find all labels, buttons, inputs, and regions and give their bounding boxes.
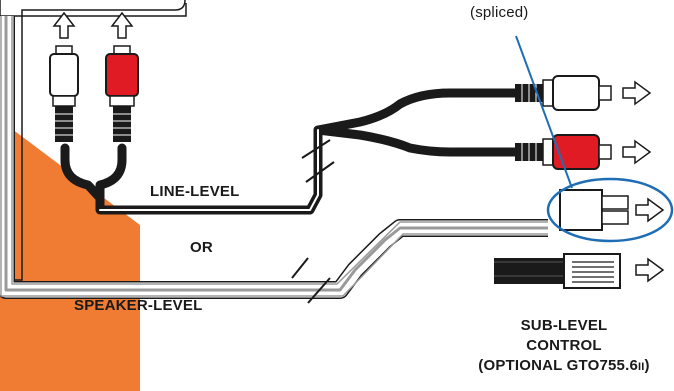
- right-arrow-icon: [635, 257, 665, 283]
- sub-level-model: (OPTIONAL GTO755.6: [478, 357, 639, 374]
- or-label: OR: [190, 239, 213, 256]
- right-arrow-icon: [622, 139, 652, 165]
- line-level-label: LINE-LEVEL: [150, 183, 240, 200]
- wire-break-mark: [291, 257, 309, 279]
- sub-level-line-1: SUB-LEVEL: [520, 317, 608, 334]
- right-arrow-icon: [622, 80, 652, 106]
- wire-break-mark: [307, 277, 331, 304]
- spliced-callout-line: [515, 35, 573, 189]
- connector-housing-outline: [0, 0, 186, 281]
- right-arrow-icon: [635, 197, 665, 223]
- sub-level-line-3: (OPTIONAL GTO755.6II): [454, 356, 674, 377]
- wire-break-mark: [301, 139, 331, 159]
- spliced-callout-ellipse: [546, 177, 674, 243]
- line-level-cable: [60, 88, 520, 215]
- rca-plug-red-output: [515, 134, 612, 170]
- sub-level-model-close: ): [644, 357, 650, 374]
- sub-level-model-suffix: II: [638, 361, 645, 373]
- rca-plug-white-output: [515, 75, 612, 111]
- speaker-level-wire: [0, 16, 548, 299]
- wire-break-mark: [305, 161, 335, 183]
- speaker-level-label: SPEAKER-LEVEL: [74, 297, 203, 314]
- up-arrow-icon: [110, 11, 134, 39]
- orange-background-shape: [0, 120, 140, 391]
- sub-level-control-cable: [494, 258, 564, 284]
- rca-plug-white-input: [49, 45, 79, 142]
- modular-plug: [563, 253, 621, 289]
- speaker-connector-block: [559, 189, 629, 231]
- spliced-note: (spliced): [470, 4, 529, 21]
- sub-level-line-2: CONTROL: [526, 337, 602, 354]
- sub-level-control-label: SUB-LEVEL CONTROL (OPTIONAL GTO755.6II): [454, 316, 674, 377]
- rca-plug-red-input: [105, 45, 139, 142]
- up-arrow-icon: [52, 11, 76, 39]
